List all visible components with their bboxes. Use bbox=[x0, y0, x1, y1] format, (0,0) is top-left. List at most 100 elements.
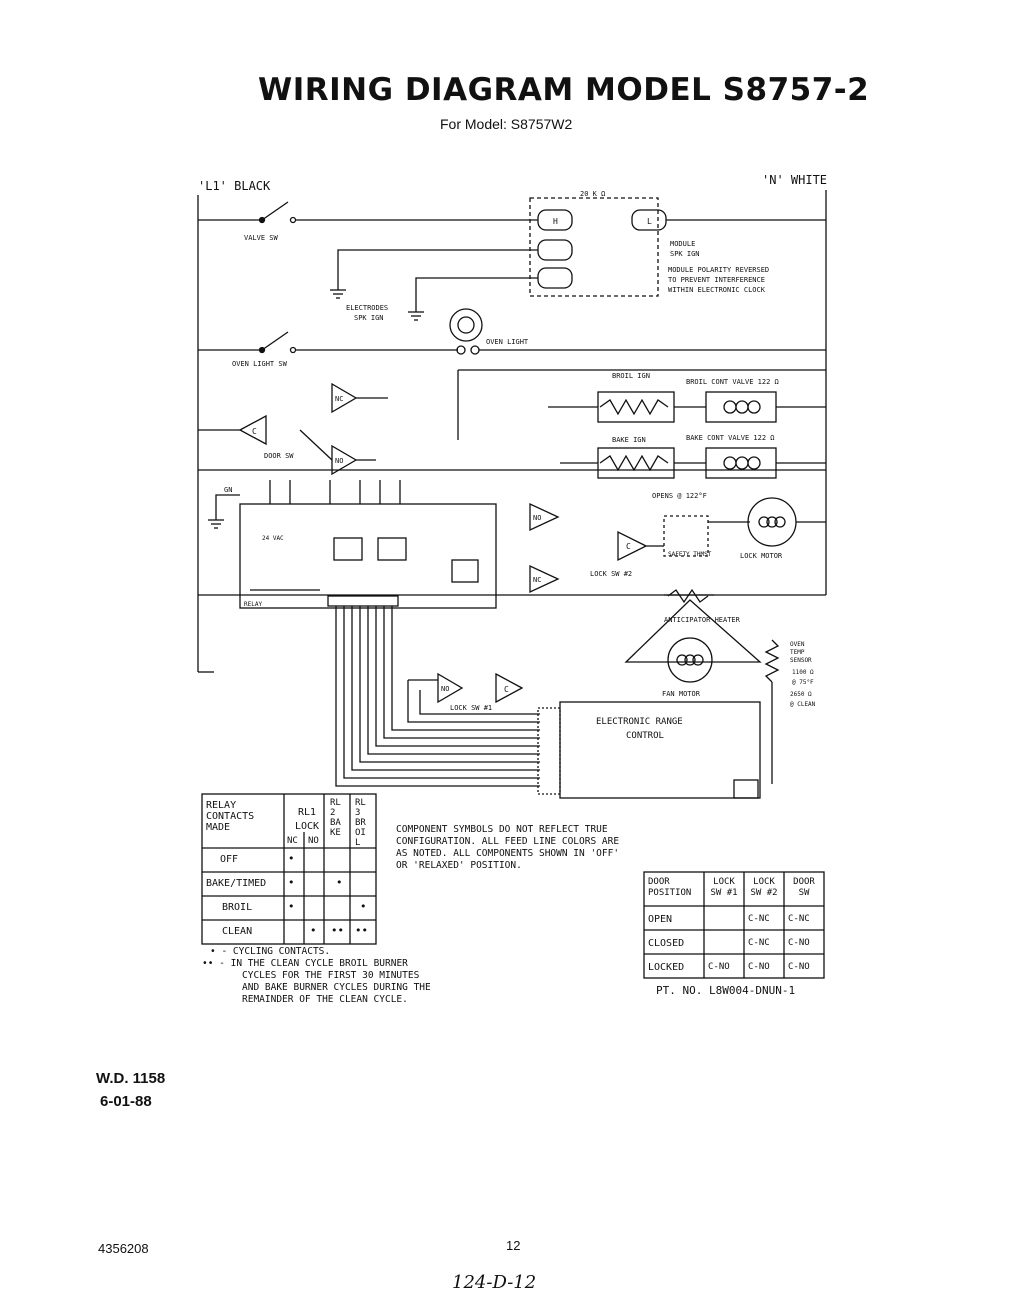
svg-text:NO: NO bbox=[335, 457, 343, 465]
door-table-header: LOCK SW #2 bbox=[750, 877, 778, 898]
module-terminal-3 bbox=[537, 239, 573, 261]
svg-text:MODULE: MODULE bbox=[670, 240, 695, 248]
door-switch-nc bbox=[331, 382, 358, 414]
broil-control-valve bbox=[705, 391, 777, 423]
note-line: CONFIGURATION. ALL FEED LINE COLORS ARE bbox=[396, 836, 620, 847]
door-cell: C-NO bbox=[788, 962, 810, 972]
svg-text:ELECTRODES: ELECTRODES bbox=[346, 304, 388, 312]
svg-text:SAFETY THMST: SAFETY THMST bbox=[668, 551, 712, 558]
note-line: COMPONENT SYMBOLS DO NOT REFLECT TRUE bbox=[396, 824, 608, 835]
relay-cell: • bbox=[288, 852, 295, 865]
note-line: AND BAKE BURNER CYCLES DURING THE bbox=[242, 982, 431, 993]
svg-text:L: L bbox=[647, 217, 652, 226]
svg-text:ELECTRONIC RANGE: ELECTRONIC RANGE bbox=[596, 717, 683, 727]
handwritten-code: 124-D-12 bbox=[452, 1272, 537, 1293]
relay-row-label: CLEAN bbox=[222, 926, 253, 937]
lock-motor bbox=[747, 497, 797, 547]
svg-text:C: C bbox=[626, 542, 631, 551]
svg-text:MODULE POLARITY REVERSED: MODULE POLARITY REVERSED bbox=[668, 266, 769, 274]
door-cell: C-NO bbox=[788, 938, 810, 948]
door-table bbox=[643, 871, 825, 979]
door-cell: C-NC bbox=[748, 938, 770, 948]
svg-text:FAN MOTOR: FAN MOTOR bbox=[662, 690, 701, 698]
door-cell: C-NO bbox=[708, 962, 730, 972]
svg-text:@ 75°F: @ 75°F bbox=[792, 679, 814, 686]
safety-thermostat bbox=[663, 515, 709, 557]
relay-row-label: OFF bbox=[220, 854, 239, 865]
svg-text:@ CLEAN: @ CLEAN bbox=[790, 701, 816, 708]
door-switch-c bbox=[238, 414, 267, 446]
svg-text:ANTICIPATOR HEATER: ANTICIPATOR HEATER bbox=[664, 616, 741, 624]
module-box bbox=[529, 197, 659, 297]
fan-motor-frame bbox=[624, 599, 762, 663]
broil-ignitor bbox=[597, 391, 675, 423]
relay-cell: • bbox=[288, 876, 295, 889]
lock-sw1-no bbox=[437, 672, 464, 704]
note-line: • - CYCLING CONTACTS. bbox=[210, 946, 331, 957]
doc-number: 4356208 bbox=[98, 1241, 149, 1256]
svg-text:LOCK SW #1: LOCK SW #1 bbox=[450, 704, 492, 712]
svg-text:GN: GN bbox=[224, 486, 232, 494]
bake-control-valve bbox=[705, 447, 777, 479]
component-note: COMPONENT SYMBOLS DO NOT REFLECT TRUE CO… bbox=[396, 824, 619, 872]
door-cell: C-NC bbox=[788, 914, 810, 924]
svg-text:BROIL CONT VALVE 122 Ω: BROIL CONT VALVE 122 Ω bbox=[686, 378, 779, 386]
valve-sw-label: VALVE SW bbox=[244, 234, 279, 242]
svg-text:NC: NC bbox=[533, 576, 541, 584]
svg-text:LOCK SW #2: LOCK SW #2 bbox=[590, 570, 632, 578]
note-line: CYCLES FOR THE FIRST 30 MINUTES bbox=[242, 970, 420, 981]
svg-text:SPK IGN: SPK IGN bbox=[670, 250, 700, 258]
relay-cell: • bbox=[310, 924, 317, 937]
svg-text:TEMP: TEMP bbox=[790, 649, 805, 656]
relay-row-label: BROIL bbox=[222, 902, 253, 913]
lock-sw1-c bbox=[495, 672, 524, 704]
lock-sw2-no bbox=[529, 502, 560, 532]
svg-text:24 VAC: 24 VAC bbox=[262, 535, 284, 542]
lock-sw2-c bbox=[617, 530, 648, 562]
relay-table bbox=[201, 793, 377, 945]
fan-motor bbox=[667, 637, 713, 683]
relay-table-header-rl3: RL3 BROIL bbox=[355, 798, 366, 848]
door-row-label: CLOSED bbox=[648, 938, 685, 949]
svg-text:LOCK MOTOR: LOCK MOTOR bbox=[740, 552, 783, 560]
svg-text:BAKE CONT VALVE 122 Ω: BAKE CONT VALVE 122 Ω bbox=[686, 434, 775, 442]
wd-date: 6-01-88 bbox=[100, 1093, 152, 1110]
svg-text:OVEN LIGHT SW: OVEN LIGHT SW bbox=[232, 360, 288, 368]
n-label: 'N' WHITE bbox=[762, 173, 827, 187]
part-number: PT. NO. L8W004-DNUN-1 bbox=[656, 984, 796, 997]
oven-light-switch bbox=[261, 331, 289, 351]
door-row-label: OPEN bbox=[648, 914, 673, 925]
relay-cell: • bbox=[288, 900, 295, 913]
relay-table-header-rl2: RL2 BAKE bbox=[330, 798, 341, 838]
svg-text:C: C bbox=[252, 427, 257, 436]
svg-text:OPENS @ 122°F: OPENS @ 122°F bbox=[652, 492, 707, 500]
relay-table-sub-nc: NC bbox=[287, 836, 298, 846]
legend-note: • - CYCLING CONTACTS. •• - IN THE CLEAN … bbox=[202, 946, 431, 1006]
door-table-header: LOCK SW #1 bbox=[710, 877, 738, 898]
svg-text:SPK IGN: SPK IGN bbox=[354, 314, 384, 322]
note-line: OR 'RELAXED' POSITION. bbox=[396, 860, 522, 871]
svg-text:2650 Ω: 2650 Ω bbox=[790, 691, 812, 698]
svg-text:NO: NO bbox=[441, 685, 449, 693]
relay-cell: • bbox=[360, 900, 367, 913]
relay-cell: •• bbox=[355, 924, 368, 937]
svg-text:DOOR SW: DOOR SW bbox=[264, 452, 294, 460]
svg-text:BROIL IGN: BROIL IGN bbox=[612, 372, 650, 380]
relay-cell: • bbox=[336, 876, 343, 889]
svg-text:20 K Ω: 20 K Ω bbox=[580, 190, 605, 198]
valve-switch bbox=[261, 201, 289, 221]
page-number: 12 bbox=[506, 1238, 521, 1253]
svg-text:WITHIN ELECTRONIC CLOCK: WITHIN ELECTRONIC CLOCK bbox=[668, 286, 766, 294]
door-cell: C-NO bbox=[748, 962, 770, 972]
svg-text:C: C bbox=[504, 685, 509, 694]
svg-text:NC: NC bbox=[335, 395, 343, 403]
svg-text:RELAY: RELAY bbox=[244, 601, 262, 608]
door-row-label: LOCKED bbox=[648, 962, 685, 973]
svg-text:TO PREVENT INTERFERENCE: TO PREVENT INTERFERENCE bbox=[668, 276, 765, 284]
svg-text:SENSOR: SENSOR bbox=[790, 657, 812, 664]
module-terminal-4 bbox=[537, 267, 573, 289]
oven-light-bulb bbox=[449, 308, 483, 342]
bake-ignitor bbox=[597, 447, 675, 479]
svg-text:OVEN LIGHT: OVEN LIGHT bbox=[486, 338, 529, 346]
